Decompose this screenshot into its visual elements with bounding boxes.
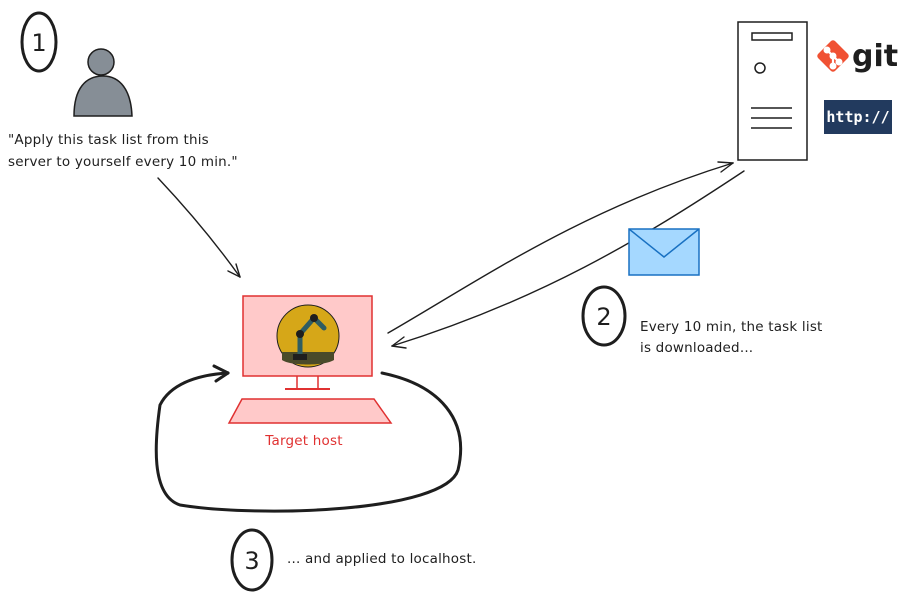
step-1-caption: "Apply this task list from this server t… (8, 132, 238, 170)
step-3-caption: ... and applied to localhost. (287, 551, 476, 567)
step-2-caption-line-1: Every 10 min, the task list (640, 319, 823, 335)
http-label: http:// (826, 108, 889, 126)
step-1-number: 1 (31, 29, 46, 57)
step-3-number: 3 (244, 547, 259, 575)
step-1-caption-line-1: "Apply this task list from this (8, 132, 209, 148)
step-2-caption-line-2: is downloaded... (640, 340, 753, 356)
instruction-arrow (157, 177, 241, 278)
step-2-badge: 2 (581, 285, 627, 347)
step-1-caption-line-2: server to yourself every 10 min." (8, 154, 238, 170)
envelope-icon (628, 228, 700, 276)
keyboard-icon (227, 398, 393, 424)
download-arrows (387, 161, 745, 349)
server-tower-icon (737, 21, 808, 161)
target-host-label: Target host (264, 433, 342, 449)
http-badge: http:// (824, 100, 892, 134)
step-2-number: 2 (596, 303, 611, 331)
step-3-badge: 3 (230, 528, 274, 592)
person-icon (73, 48, 133, 117)
robot-arm-logo-icon (276, 304, 340, 368)
git-logo-icon: git (817, 39, 898, 74)
apply-loop-arrow (154, 364, 463, 513)
step-2-caption: Every 10 min, the task list is downloade… (640, 319, 827, 356)
git-label: git (852, 39, 898, 74)
step-1-badge: 1 (20, 11, 58, 73)
